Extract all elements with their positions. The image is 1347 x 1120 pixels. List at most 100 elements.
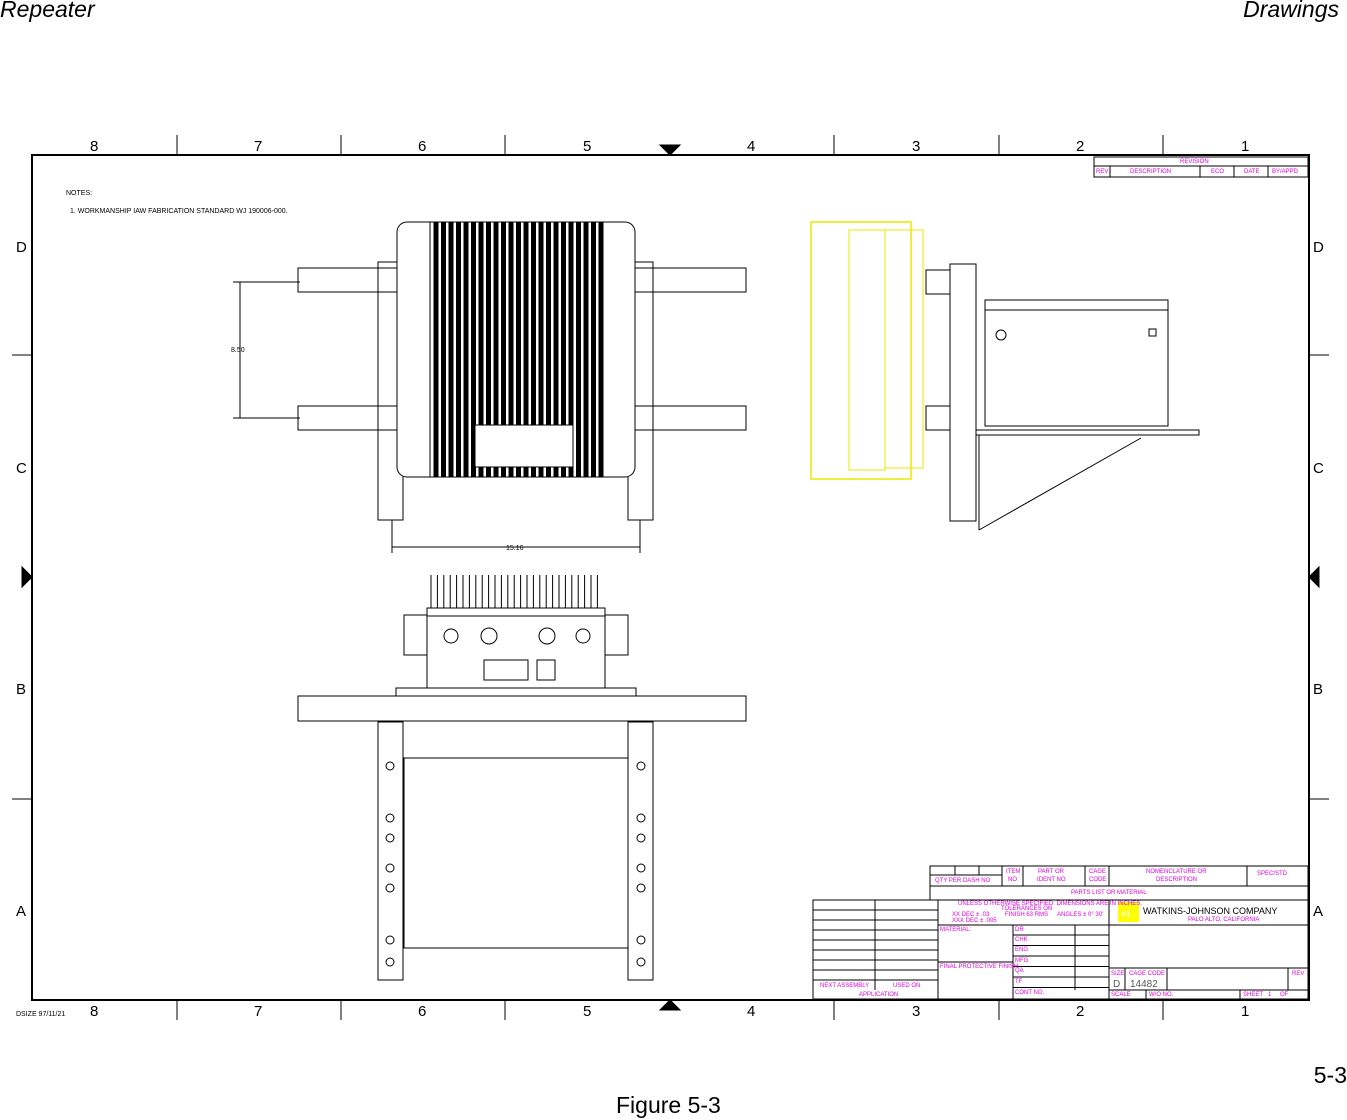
cage-code-value: 14482 bbox=[1130, 979, 1158, 990]
dsize-stamp: DSIZE 97/11/21 bbox=[16, 1011, 65, 1018]
mounting-hole bbox=[636, 833, 646, 843]
cage-label: CODE bbox=[1089, 877, 1106, 883]
heatsink-fin bbox=[523, 221, 529, 478]
rev-col: REV bbox=[1096, 169, 1108, 175]
zone-col-label: 7 bbox=[254, 138, 262, 155]
heatsink-fin bbox=[516, 221, 521, 478]
sign-row-label: TF bbox=[1015, 979, 1023, 985]
wj-logo-text: wj bbox=[1120, 908, 1130, 918]
zone-col-label: 5 bbox=[583, 138, 591, 155]
zone-col-label: 2 bbox=[1076, 138, 1084, 155]
sign-row-label: DR bbox=[1015, 927, 1024, 933]
zone-col-label: 2 bbox=[1076, 1003, 1084, 1020]
next-assembly-label: NEXT ASSEMBLY bbox=[820, 983, 869, 989]
tolerance-note: FINISH 63 RMS bbox=[1005, 912, 1048, 918]
zone-col-label: 6 bbox=[418, 138, 426, 155]
heatsink-fin bbox=[538, 221, 544, 478]
side-view bbox=[810, 221, 1200, 531]
zone-row-label: B bbox=[16, 681, 26, 698]
rev-col: ECO bbox=[1211, 169, 1224, 175]
figure-caption: Figure 5-3 bbox=[616, 1092, 721, 1118]
mounting-hole bbox=[636, 813, 646, 823]
heatsink-fin bbox=[441, 221, 446, 478]
rev-col: DATE bbox=[1244, 169, 1260, 175]
notes-title: NOTES: bbox=[66, 190, 92, 197]
mounting-hole bbox=[385, 957, 395, 967]
mounting-hole bbox=[385, 813, 395, 823]
sheet-label: SHEET bbox=[1243, 992, 1263, 998]
cage-label: CAGE bbox=[1089, 869, 1106, 875]
nomenclature-label: DESCRIPTION bbox=[1156, 877, 1197, 883]
zone-col-label: 8 bbox=[90, 138, 98, 155]
drawing-border bbox=[31, 154, 1310, 1001]
zone-col-label: 1 bbox=[1241, 1003, 1249, 1020]
company-location: PALO ALTO, CALIFORNIA bbox=[1188, 917, 1259, 923]
zone-row-label: D bbox=[16, 239, 27, 256]
sheet-value: 1 bbox=[1268, 992, 1272, 998]
zone-col-label: 6 bbox=[418, 1003, 426, 1020]
heatsink-fin bbox=[591, 221, 596, 478]
zone-col-label: 4 bbox=[747, 1003, 755, 1020]
rev-col: DESCRIPTION bbox=[1130, 169, 1171, 175]
of-label: OF bbox=[1280, 992, 1289, 998]
revision-title: REVISION bbox=[1180, 159, 1209, 165]
wo-label: W/O NO. bbox=[1149, 992, 1174, 998]
heatsink-fin bbox=[433, 221, 439, 478]
mounting-hole bbox=[636, 761, 646, 771]
heatsink-fin bbox=[553, 221, 559, 478]
sign-row-label: QA bbox=[1015, 968, 1024, 974]
tolerance-note: XXX DEC ± .005 bbox=[952, 918, 997, 924]
zone-row-label: C bbox=[1313, 460, 1324, 477]
tolerance-note: ANGLES ± 0° 30' bbox=[1057, 912, 1103, 918]
heatsink-fin bbox=[493, 221, 499, 478]
zone-col-label: 8 bbox=[90, 1003, 98, 1020]
sign-row-label: CHK bbox=[1015, 937, 1028, 943]
nomenclature-label: NOMENCLATURE OR bbox=[1146, 869, 1207, 875]
mounting-hole bbox=[385, 761, 395, 771]
zone-row-label: C bbox=[16, 460, 27, 477]
tolerance-note: TOLERANCES ON bbox=[1001, 906, 1052, 912]
mounting-hole bbox=[636, 883, 646, 893]
heatsink-fin bbox=[478, 221, 484, 478]
mounting-hole bbox=[385, 833, 395, 843]
zone-col-label: 5 bbox=[583, 1003, 591, 1020]
heatsink-fin bbox=[501, 221, 506, 478]
heatsink-fin bbox=[486, 221, 491, 478]
tolerance-note: UNLESS OTHERWISE SPECIFIED: DIMENSIONS A… bbox=[958, 901, 1142, 907]
mounting-hole bbox=[636, 863, 646, 873]
mounting-hole bbox=[385, 935, 395, 945]
zone-col-label: 4 bbox=[747, 138, 755, 155]
part-label: PART OR bbox=[1038, 869, 1065, 875]
dim-horizontal: 15.16 bbox=[506, 545, 524, 552]
page-number: 5-3 bbox=[1313, 1062, 1347, 1088]
end-view bbox=[297, 575, 747, 981]
mounting-hole bbox=[385, 863, 395, 873]
tolerance-note: XX DEC ± .03 bbox=[952, 912, 990, 918]
rev-col: BY/APPD bbox=[1272, 169, 1299, 175]
heatsink-fin bbox=[531, 221, 536, 478]
mounting-hole bbox=[636, 957, 646, 967]
zone-col-label: 7 bbox=[254, 1003, 262, 1020]
header-left: Repeater bbox=[0, 0, 95, 22]
part-label: IDENT NO bbox=[1037, 877, 1066, 883]
sign-row-label: MFG bbox=[1015, 958, 1029, 964]
heatsink-fin bbox=[456, 221, 461, 478]
heatsink-fin bbox=[546, 221, 551, 478]
size-value: D bbox=[1113, 979, 1120, 990]
zone-col-label: 3 bbox=[912, 138, 920, 155]
application-label: APPLICATION bbox=[859, 992, 898, 998]
zone-labels: 8 7 6 5 4 3 2 1 8 7 6 5 4 3 2 1 D C B A … bbox=[16, 138, 1324, 1020]
heatsink-fin bbox=[598, 221, 604, 478]
wj-logo bbox=[1118, 902, 1139, 922]
heatsink-fin bbox=[576, 221, 581, 478]
size-label: SIZE bbox=[1111, 971, 1124, 977]
heatsink-fin bbox=[471, 221, 476, 478]
title-block: wj QTY PER DASH NO ITEM NO PART OR IDENT… bbox=[812, 865, 1309, 1000]
company-name: WATKINS-JOHNSON COMPANY bbox=[1143, 906, 1277, 916]
used-on-label: USED ON bbox=[893, 983, 920, 989]
cage-code-label: CAGE CODE bbox=[1129, 971, 1165, 977]
heatsink-fin bbox=[568, 221, 574, 478]
zone-ticks bbox=[12, 135, 1329, 1020]
item-label: NO bbox=[1008, 877, 1017, 883]
